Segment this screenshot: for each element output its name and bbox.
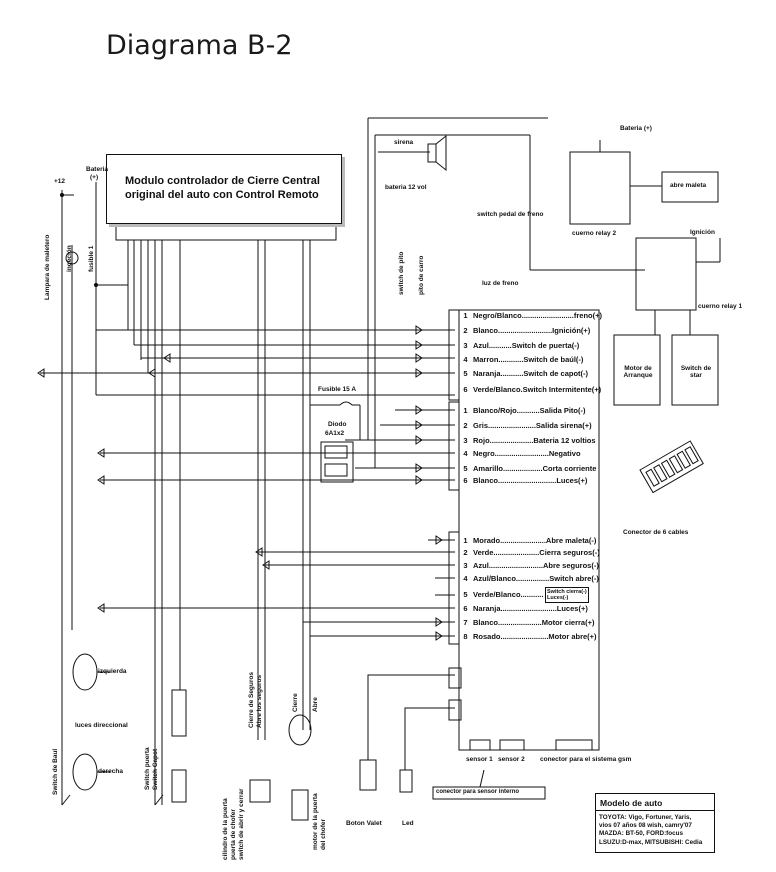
diagram-title: Diagrama B-2 [106,30,293,61]
ingecion-label: ingeción [66,245,73,272]
diodo-label: Diodo [328,421,347,428]
motor-puerta-label: motor de la puerta [312,793,319,850]
derecha-label: derecha [98,768,123,775]
model-heading: Modelo de auto [596,794,714,811]
abre-label: Abre [312,697,319,712]
switch-star-label: Switch de star [680,365,712,379]
model-line-2: vios 07 años 08 wish, camry'07 [599,822,692,830]
pito-carro-label: pito de carro [418,255,425,295]
cilindro-label: cilindro de la puerta [222,798,229,860]
model-line-3: MAZDA: BT-50, FORD:focus [599,830,683,838]
model-line-4: LSUZU:D-max, MITSUBISHI: Cedia [599,838,703,846]
luz-freno-label: luz de freno [482,280,519,287]
controller-line-2: original del auto con Control Remoto [125,189,319,201]
led-label: Led [402,820,414,827]
sensor1-label: sensor 1 [466,756,493,763]
izquierda-label: izquierda [98,668,127,675]
abre-seguros-label: Abre los seguros [256,674,263,728]
model-line-1: TOYOTA: Vigo, Fortuner, Yaris, [599,814,692,821]
boton-valet-label: Boton Valet [346,820,382,827]
cuerno-relay2-label: cuerno relay 2 [572,230,617,237]
cierre-label: Cierre [292,693,299,712]
bateria12-label: bateria 12 vol [385,184,427,191]
cuerno-relay1-label: cuerno relay 1 [698,303,743,310]
switch-note: Switch cierra(-) Luces(-) [545,587,589,603]
fusible1-label: fusible 1 [88,245,95,272]
switch-capot-label: Switch Capot [152,748,159,790]
lampara-label: Lampara de maletero [44,234,51,300]
bateria-label: Bateria [86,166,109,173]
bateria-top-label: Bateria (+) [620,125,652,132]
bateria-plus-label: (+) [90,174,99,181]
ignicion-label: Ignición [690,229,715,236]
abre-maleta-label: abre maleta [670,182,707,189]
switch-pito-label: switch de pito [398,251,405,295]
plus12-label: +12 [54,178,66,185]
controller-connector [115,225,337,241]
motor-arranque-label: Motor de Arranque [623,365,653,379]
switch-pedal-label: switch pedal de freno [477,211,544,218]
luces-direccional-label: luces direccional [75,722,128,729]
conector6-label: Conector de 6 cables [623,529,689,536]
sirena-label: sirena [394,139,414,146]
gsm-label: conector para el sistema gsm [540,756,632,763]
model-box: Modelo de auto TOYOTA: Vigo, Fortuner, Y… [595,793,715,853]
switch-puerta-label: Switch puerta [144,747,151,790]
puerta-chofer-label: puerta de chofer [230,809,237,860]
diodo-type-label: 6A1x2 [325,430,345,437]
switch-baul-label: Switch de Baul [52,748,59,795]
controller-line-1: Modulo controlador de Cierre Central [125,175,320,187]
del-chofer-label: del chofer [320,818,327,850]
sensor-interno-label: conector para sensor interno [436,789,520,795]
controller-module: Modulo controlador de Cierre Central ori… [106,154,342,224]
switch-abrir-label: switch de abrir y cerrar [238,788,245,860]
cierre-seguros-label: Cierre de Seguros [248,672,255,728]
sensor2-label: sensor 2 [498,756,525,763]
fusible15-label: Fusible 15 A [318,386,357,393]
